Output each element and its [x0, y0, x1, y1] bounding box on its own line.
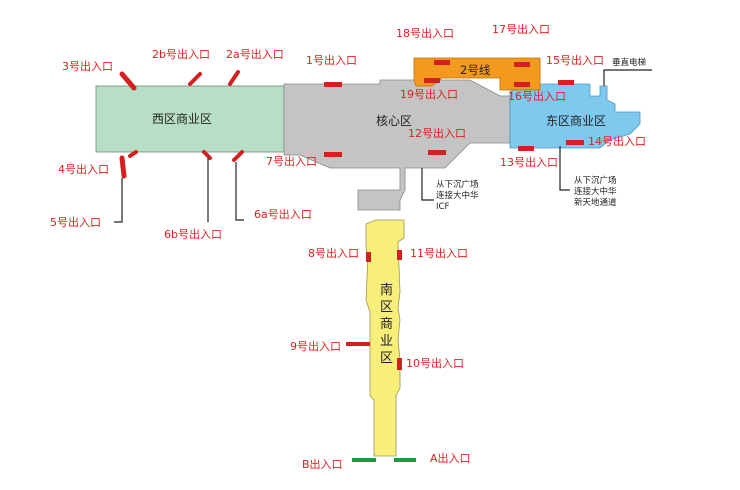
exit-19-mark	[424, 78, 440, 83]
icf-note-line-2: 连接大中华	[436, 191, 479, 201]
exit-b-mark	[352, 458, 376, 462]
exit-13-label: 13号出入口	[500, 156, 558, 169]
exit-14-mark	[566, 140, 584, 145]
east-passage-line-1: 从下沉广场	[574, 176, 617, 186]
exit-6a-mark	[232, 150, 244, 162]
icf-leader	[421, 168, 434, 201]
exit-17-label: 17号出入口	[492, 23, 550, 36]
exit-4-mark	[119, 155, 127, 179]
exit-10-mark	[397, 358, 402, 370]
core-zone-label: 核心区	[376, 114, 413, 128]
exit-6a-label: 6a号出入口	[254, 208, 312, 221]
exit-12-mark	[428, 150, 446, 155]
exit-16-label: 16号出入口	[508, 90, 566, 103]
east-passage-line-3: 新天地通道	[574, 198, 617, 208]
exit-1-label: 1号出入口	[306, 54, 357, 67]
east-passage-line-2: 连接大中华	[574, 187, 617, 197]
south-zone-label: 南区商业区	[380, 283, 394, 366]
exit-19-label: 19号出入口	[400, 88, 458, 101]
icf-note-line-1: 从下沉广场	[436, 180, 479, 190]
exit-12-label: 12号出入口	[408, 127, 466, 140]
line2-platform	[413, 57, 541, 91]
exit-b-label: B出入口	[302, 458, 343, 471]
exit-5-leader	[114, 178, 123, 223]
east-passage-note: 从下沉广场 连接大中华 新天地通道	[574, 176, 617, 209]
east-zone-label: 东区商业区	[546, 114, 607, 128]
exit-18-mark	[434, 60, 450, 65]
exit-9-mark	[346, 342, 370, 346]
exit-17-mark	[514, 62, 530, 67]
exit-3-mark	[119, 71, 137, 91]
exit-11-label: 11号出入口	[410, 247, 468, 260]
exit-11-mark	[397, 250, 402, 260]
exit-a-mark	[394, 458, 416, 462]
exit-a-label: A出入口	[430, 452, 471, 465]
icf-note: 从下沉广场 连接大中华 ICF	[436, 180, 479, 213]
exit-2a-mark	[228, 70, 240, 86]
exit-2b-label: 2b号出入口	[152, 48, 210, 61]
exit-1-mark	[324, 82, 342, 87]
exit-6a-leader	[235, 162, 244, 221]
south-zone-area	[365, 219, 405, 457]
east-passage-leader	[559, 146, 570, 191]
exit-7-mark	[324, 152, 342, 157]
exit-8-label: 8号出入口	[308, 247, 359, 260]
exit-14-label: 14号出入口	[588, 135, 646, 148]
exit-3-label: 3号出入口	[62, 60, 113, 73]
exit-2a-label: 2a号出入口	[226, 48, 284, 61]
core-zone-area	[283, 79, 511, 211]
exit-15-label: 15号出入口	[546, 54, 604, 67]
west-zone-label: 西区商业区	[152, 112, 213, 126]
exit-7-label: 7号出入口	[266, 155, 317, 168]
exit-9-label: 9号出入口	[290, 340, 341, 353]
line2-label: 2号线	[460, 63, 491, 77]
exit-5-label: 5号出入口	[50, 216, 101, 229]
east-zone-area	[509, 83, 641, 149]
exit-13-mark	[518, 146, 534, 151]
exit-4-label: 4号出入口	[58, 163, 109, 176]
exit-6b-label: 6b号出入口	[164, 228, 222, 241]
exit-16-mark	[514, 82, 530, 87]
exit-6b-mark	[202, 150, 212, 160]
exit-2b-mark	[188, 72, 202, 86]
elevator-note: 垂直电梯	[612, 58, 647, 68]
icf-note-line-3: ICF	[436, 202, 450, 212]
exit-8-mark	[366, 252, 371, 262]
west-zone-area	[95, 85, 285, 153]
exit-15-mark	[558, 80, 574, 85]
elevator-leader	[603, 69, 652, 86]
exit-18-label: 18号出入口	[396, 27, 454, 40]
exit-10-label: 10号出入口	[406, 357, 464, 370]
exit-4b-mark	[128, 150, 138, 158]
